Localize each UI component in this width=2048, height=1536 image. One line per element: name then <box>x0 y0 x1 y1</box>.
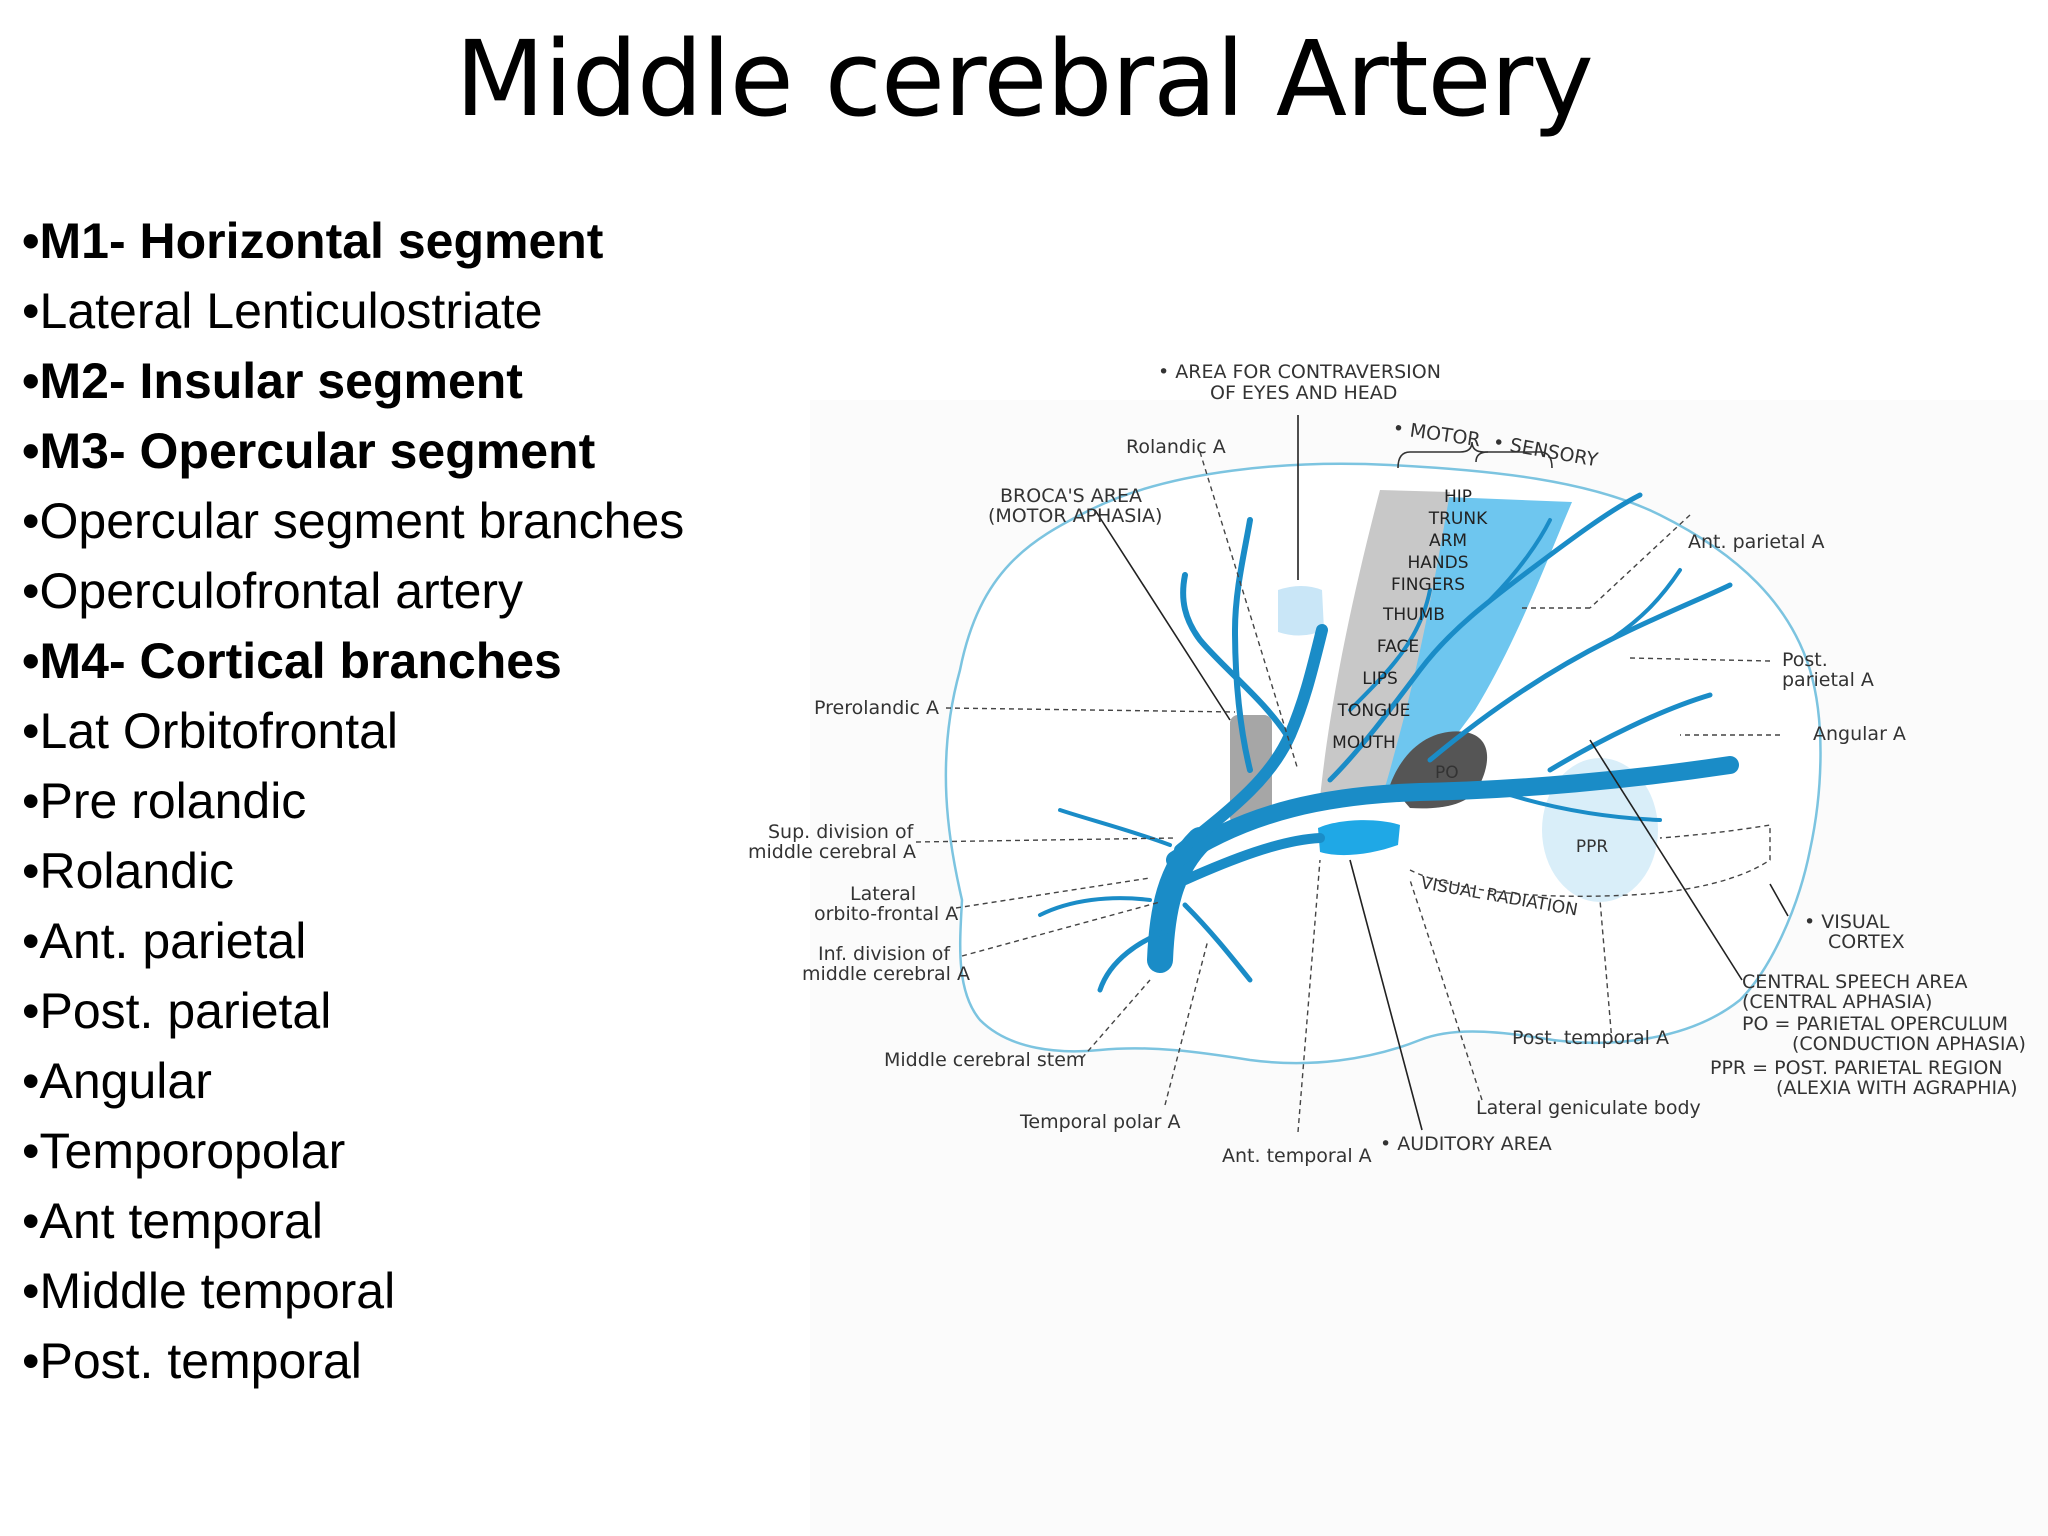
bullet-item: •Post. temporal <box>22 1333 362 1389</box>
sup-division-label-line1: Sup. division of <box>768 821 915 843</box>
bullet-item: •Ant. parietal <box>22 913 307 969</box>
bullet-item: •Operculofrontal artery <box>22 563 524 619</box>
bullet-item: •M4- Cortical branches <box>22 633 562 689</box>
somatotopy-trunk: TRUNK <box>1428 509 1488 529</box>
bullet-item: •Post. parietal <box>22 983 332 1039</box>
visual-cortex-label-line2: CORTEX <box>1828 931 1905 953</box>
lateral-orbitofrontal-label-line2: orbito-frontal A <box>814 903 958 925</box>
somatotopy-lips: LIPS <box>1362 669 1398 689</box>
inf-division-label-line1: Inf. division of <box>818 943 951 965</box>
lateral-geniculate-label: Lateral geniculate body <box>1476 1097 1701 1119</box>
leader-lines <box>915 415 1789 1133</box>
somatotopy-tongue: TONGUE <box>1337 701 1411 721</box>
central-speech-label-line2: (CENTRAL APHASIA) <box>1742 991 1932 1013</box>
bullet-item: •Rolandic <box>22 843 235 899</box>
visual-cortex-label-line1: • VISUAL <box>1804 911 1890 933</box>
broca-label-line1: BROCA'S AREA <box>1000 485 1142 507</box>
sup-division-label-line2: middle cerebral A <box>748 841 916 863</box>
post-parietal-label-line2: parietal A <box>1782 669 1874 691</box>
po-definition-line2: (CONDUCTION APHASIA) <box>1792 1033 2026 1055</box>
bullet-item: •M2- Insular segment <box>22 353 523 409</box>
lateral-orbitofrontal-label-line1: Lateral <box>850 883 916 905</box>
somatotopy-face: FACE <box>1377 637 1419 657</box>
ppr-label: PPR <box>1576 837 1609 857</box>
bullet-item: •Temporopolar <box>22 1123 346 1179</box>
rolandic-label: Rolandic A <box>1126 436 1226 458</box>
somatotopy-hip: HIP <box>1444 487 1472 507</box>
bullet-item: •Opercular segment branches <box>22 493 685 549</box>
bullet-item: •M1- Horizontal segment <box>22 213 604 269</box>
somatotopy-hands: HANDS <box>1407 553 1468 573</box>
contraversion-label-line1: • AREA FOR CONTRAVERSION <box>1158 361 1441 383</box>
somatotopy-mouth: MOUTH <box>1332 733 1396 753</box>
prerolandic-label: Prerolandic A <box>814 697 939 719</box>
angular-label: Angular A <box>1813 723 1906 745</box>
somatotopy-fingers: FINGERS <box>1391 575 1465 595</box>
middle-cerebral-stem-label: Middle cerebral stem <box>884 1049 1084 1071</box>
post-temporal-label: Post. temporal A <box>1512 1027 1669 1049</box>
ant-temporal-label: Ant. temporal A <box>1222 1145 1372 1167</box>
bullet-item: •Pre rolandic <box>22 773 307 829</box>
bullet-item: •Ant temporal <box>22 1193 323 1249</box>
ant-parietal-label: Ant. parietal A <box>1688 531 1824 553</box>
po-definition-line1: PO = PARIETAL OPERCULUM <box>1742 1013 2008 1035</box>
inf-division-label-line2: middle cerebral A <box>802 963 970 985</box>
contraversion-area <box>1278 586 1324 636</box>
contraversion-label-line2: OF EYES AND HEAD <box>1210 382 1397 404</box>
somatotopy-arm: ARM <box>1429 531 1467 551</box>
bullet-item: •Middle temporal <box>22 1263 396 1319</box>
ppr-region <box>1542 758 1658 902</box>
bullet-item: •Angular <box>22 1053 212 1109</box>
ppr-definition-line2: (ALEXIA WITH AGRAPHIA) <box>1776 1077 2018 1099</box>
ppr-definition-line1: PPR = POST. PARIETAL REGION <box>1710 1057 2003 1079</box>
motor-strip <box>1320 490 1450 800</box>
po-label: PO <box>1435 763 1459 783</box>
somatotopy-bracket <box>1475 451 1489 463</box>
broca-label-line2: (MOTOR APHASIA) <box>988 505 1162 527</box>
auditory-area <box>1318 820 1400 856</box>
bullet-list: •M1- Horizontal segment •Lateral Lenticu… <box>22 206 684 1396</box>
slide-title: Middle cerebral Artery <box>455 18 1594 140</box>
central-speech-label-line1: CENTRAL SPEECH AREA <box>1742 971 1967 993</box>
bullet-item: •M3- Opercular segment <box>22 423 596 479</box>
mca-vessel-tree <box>1038 492 1739 993</box>
bullet-item: •Lat Orbitofrontal <box>22 703 399 759</box>
auditory-area-label: • AUDITORY AREA <box>1380 1133 1552 1155</box>
bullet-item: •Lateral Lenticulostriate <box>22 283 543 339</box>
somatotopy-bracket <box>1397 441 1553 469</box>
somatotopy-labels: HIP TRUNK ARM HANDS FINGERS THUMB FACE L… <box>1332 487 1488 753</box>
post-parietal-label-line1: Post. <box>1782 649 1828 671</box>
temporal-polar-label: Temporal polar A <box>1019 1111 1181 1133</box>
mca-territory-diagram: HIP TRUNK ARM HANDS FINGERS THUMB FACE L… <box>730 340 2048 1536</box>
somatotopy-thumb: THUMB <box>1382 605 1445 625</box>
diagram-canvas: HIP TRUNK ARM HANDS FINGERS THUMB FACE L… <box>748 361 2048 1536</box>
visual-radiation-path <box>1409 824 1771 897</box>
